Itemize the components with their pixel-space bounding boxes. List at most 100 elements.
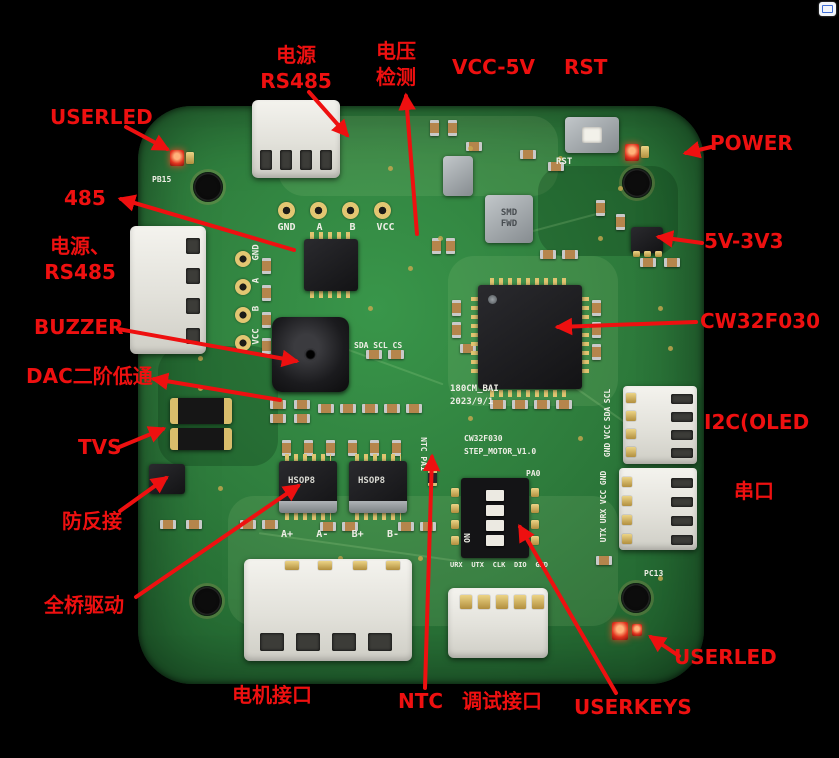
- connector-pin: [626, 411, 636, 421]
- label-ntc: NTC: [398, 689, 444, 713]
- silk-pa0: PA0: [526, 469, 541, 478]
- dip-pad: [451, 536, 459, 545]
- connector-slot: [671, 412, 693, 422]
- chip-pins: [355, 513, 401, 520]
- silk-motor-pins: A+ A- B+ B-: [274, 530, 406, 540]
- smd-passive: [362, 404, 378, 413]
- chip-pins: [285, 454, 331, 461]
- label-rst: RST: [564, 55, 608, 79]
- dip-pad: [451, 520, 459, 529]
- connector-pin: [626, 447, 636, 457]
- connector-pin: [460, 595, 472, 609]
- label-dac-lowpass: DAC二阶低通: [26, 364, 153, 388]
- label-485: 485: [64, 186, 106, 210]
- dip-slider[interactable]: [486, 505, 504, 516]
- through-hole-pad: [235, 307, 251, 323]
- label-vcc-5v: VCC-5V: [452, 55, 535, 79]
- smd-passive: [388, 350, 404, 359]
- smd-passive: [534, 400, 550, 409]
- smd-passive: [262, 258, 271, 274]
- mcu-pins: [471, 297, 478, 377]
- connector-pin: [622, 534, 632, 544]
- through-hole-pad: [235, 251, 251, 267]
- chip-pins: [285, 513, 331, 520]
- smd-passive: [240, 520, 256, 529]
- label-debug-port: 调试接口: [462, 689, 542, 713]
- smd-passive: [398, 522, 414, 531]
- screen-clip-icon[interactable]: [819, 2, 836, 16]
- label-power-rs485-top: 电源 RS485: [258, 42, 334, 94]
- via-pad: [468, 416, 473, 421]
- silk-pin-label: DIO: [513, 561, 527, 569]
- smd-passive: [370, 440, 379, 456]
- connector-pin: [285, 561, 299, 570]
- connector-pin: [532, 595, 544, 609]
- via-pad: [668, 346, 673, 351]
- connector-slot: [671, 516, 693, 526]
- label-voltage-detect: 电压 检测: [372, 38, 420, 90]
- connector-pin: [318, 561, 332, 570]
- label-reverse-protection: 防反接: [62, 509, 122, 533]
- arrow-5v-3v3: [655, 230, 704, 248]
- chip-pins: [355, 454, 401, 461]
- chip-pad: [644, 251, 651, 257]
- via-pad: [558, 156, 563, 161]
- silk-maker-1: 180CM_BAI: [450, 384, 499, 394]
- connector-pin: [622, 477, 632, 487]
- debug-connector: [448, 588, 548, 658]
- dip-slider[interactable]: [486, 490, 504, 501]
- arrow-dac-lowpass: [150, 372, 282, 402]
- dip-slider[interactable]: [486, 535, 504, 546]
- reset-button: [565, 117, 619, 153]
- via-pad: [468, 146, 473, 151]
- connector-pin: [622, 496, 632, 506]
- dip-pad: [451, 488, 459, 497]
- dip-pad: [531, 504, 539, 513]
- connector-pin: [626, 393, 636, 403]
- label-line: 电压: [376, 39, 416, 63]
- inductor-marking: SMD: [500, 208, 518, 219]
- connector-slot: [300, 150, 312, 170]
- serial-connector: [619, 468, 697, 550]
- arrow-voltage-detect: [398, 92, 419, 236]
- arrow-power-rs485-top: [307, 90, 350, 138]
- smd-passive: [446, 238, 455, 254]
- dip-slider[interactable]: [486, 520, 504, 531]
- smd-passive: [466, 142, 482, 151]
- connector-slot: [186, 298, 200, 314]
- via-pad: [618, 186, 623, 191]
- led-pad: [186, 152, 194, 164]
- dip-pad: [531, 488, 539, 497]
- via-pad: [578, 436, 583, 441]
- arrow-power: [682, 141, 713, 159]
- chip-pad: [633, 251, 640, 257]
- smd-passive: [406, 404, 422, 413]
- label-line: 电源: [276, 43, 316, 67]
- via-pad: [218, 486, 223, 491]
- connector-slot: [332, 633, 356, 651]
- connector-pin: [514, 595, 526, 609]
- connector-slot: [671, 535, 693, 545]
- label-power: POWER: [710, 131, 793, 155]
- smd-passive: [562, 250, 578, 259]
- silk-pin-label: A+: [280, 529, 294, 540]
- connector-slot: [260, 150, 272, 170]
- arrow-reverse-protection: [118, 475, 169, 513]
- connector-slot: [671, 394, 693, 404]
- silk-pin-label: UTX: [471, 561, 484, 569]
- arrow-cw32f030: [554, 317, 698, 336]
- through-hole-pad: [310, 202, 327, 219]
- silk-rst: RST: [556, 157, 573, 167]
- label-full-bridge: 全桥驱动: [44, 593, 124, 617]
- inductor-marking: FWD: [500, 219, 518, 229]
- label-5v-3v3: 5V-3V3: [704, 229, 784, 253]
- smd-passive: [452, 322, 461, 338]
- label-cw32f030: CW32F030: [700, 309, 820, 333]
- via-pad: [658, 576, 663, 581]
- mcu-cw32f030: [478, 285, 582, 389]
- smd-passive: [556, 400, 572, 409]
- connector-pin: [496, 595, 508, 609]
- arrow-userled-bottom: [648, 635, 681, 658]
- smd-passive: [320, 522, 336, 531]
